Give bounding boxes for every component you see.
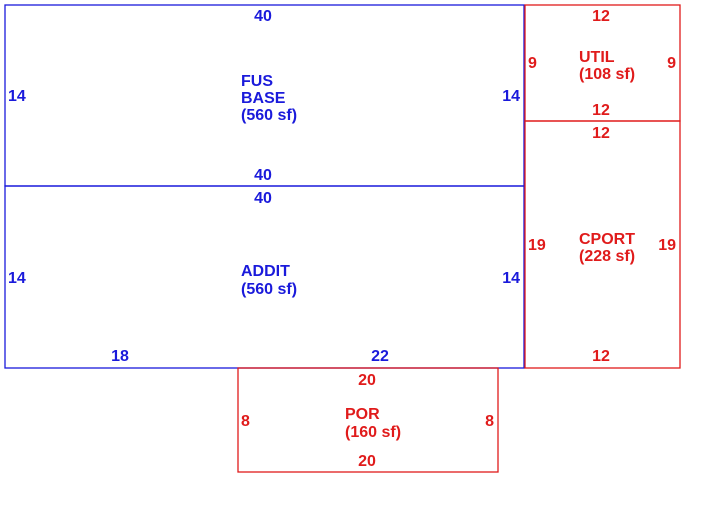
addit-left-dim: 14 — [8, 270, 26, 287]
util-area: 12 12 9 9 UTIL (108 sf) — [524, 4, 681, 122]
por-name: POR — [345, 406, 380, 423]
cport-top-dim: 12 — [592, 125, 610, 142]
util-left-dim: 9 — [528, 55, 537, 72]
cport-name: CPORT — [579, 231, 635, 248]
por-area: 20 20 8 8 POR (160 sf) — [237, 367, 499, 473]
fus-base-left-dim: 14 — [8, 88, 26, 105]
fus-base-top-dim: 40 — [254, 8, 272, 25]
addit-bottom-left-dim: 18 — [111, 348, 129, 365]
cport-left-dim: 19 — [528, 237, 546, 254]
por-outline — [237, 367, 499, 473]
addit-name: ADDIT — [241, 263, 290, 280]
addit-top-dim: 40 — [254, 190, 272, 207]
por-left-dim: 8 — [241, 413, 250, 430]
fus-base-area: 40 40 14 14 FUS BASE (560 sf) — [4, 4, 525, 187]
cport-area-label: (228 sf) — [579, 248, 635, 265]
addit-right-dim: 14 — [502, 270, 520, 287]
fus-base-area-label: (560 sf) — [241, 107, 297, 124]
addit-bottom-right-dim: 22 — [371, 348, 389, 365]
por-area-label: (160 sf) — [345, 424, 401, 441]
fus-base-name-line2: BASE — [241, 90, 286, 107]
util-bottom-dim: 12 — [592, 102, 610, 119]
fus-base-name-line1: FUS — [241, 73, 273, 90]
util-name: UTIL — [579, 49, 615, 66]
util-top-dim: 12 — [592, 8, 610, 25]
util-area-label: (108 sf) — [579, 66, 635, 83]
cport-area: 12 12 19 19 CPORT (228 sf) — [524, 120, 681, 369]
util-right-dim: 9 — [667, 55, 676, 72]
por-top-dim: 20 — [358, 372, 376, 389]
addit-area: 40 18 22 14 14 ADDIT (560 sf) — [4, 185, 525, 369]
cport-bottom-dim: 12 — [592, 348, 610, 365]
cport-outline — [524, 120, 681, 369]
fus-base-right-dim: 14 — [502, 88, 520, 105]
fus-base-bottom-dim: 40 — [254, 167, 272, 184]
addit-area-label: (560 sf) — [241, 281, 297, 298]
por-bottom-dim: 20 — [358, 453, 376, 470]
por-right-dim: 8 — [485, 413, 494, 430]
cport-right-dim: 19 — [658, 237, 676, 254]
